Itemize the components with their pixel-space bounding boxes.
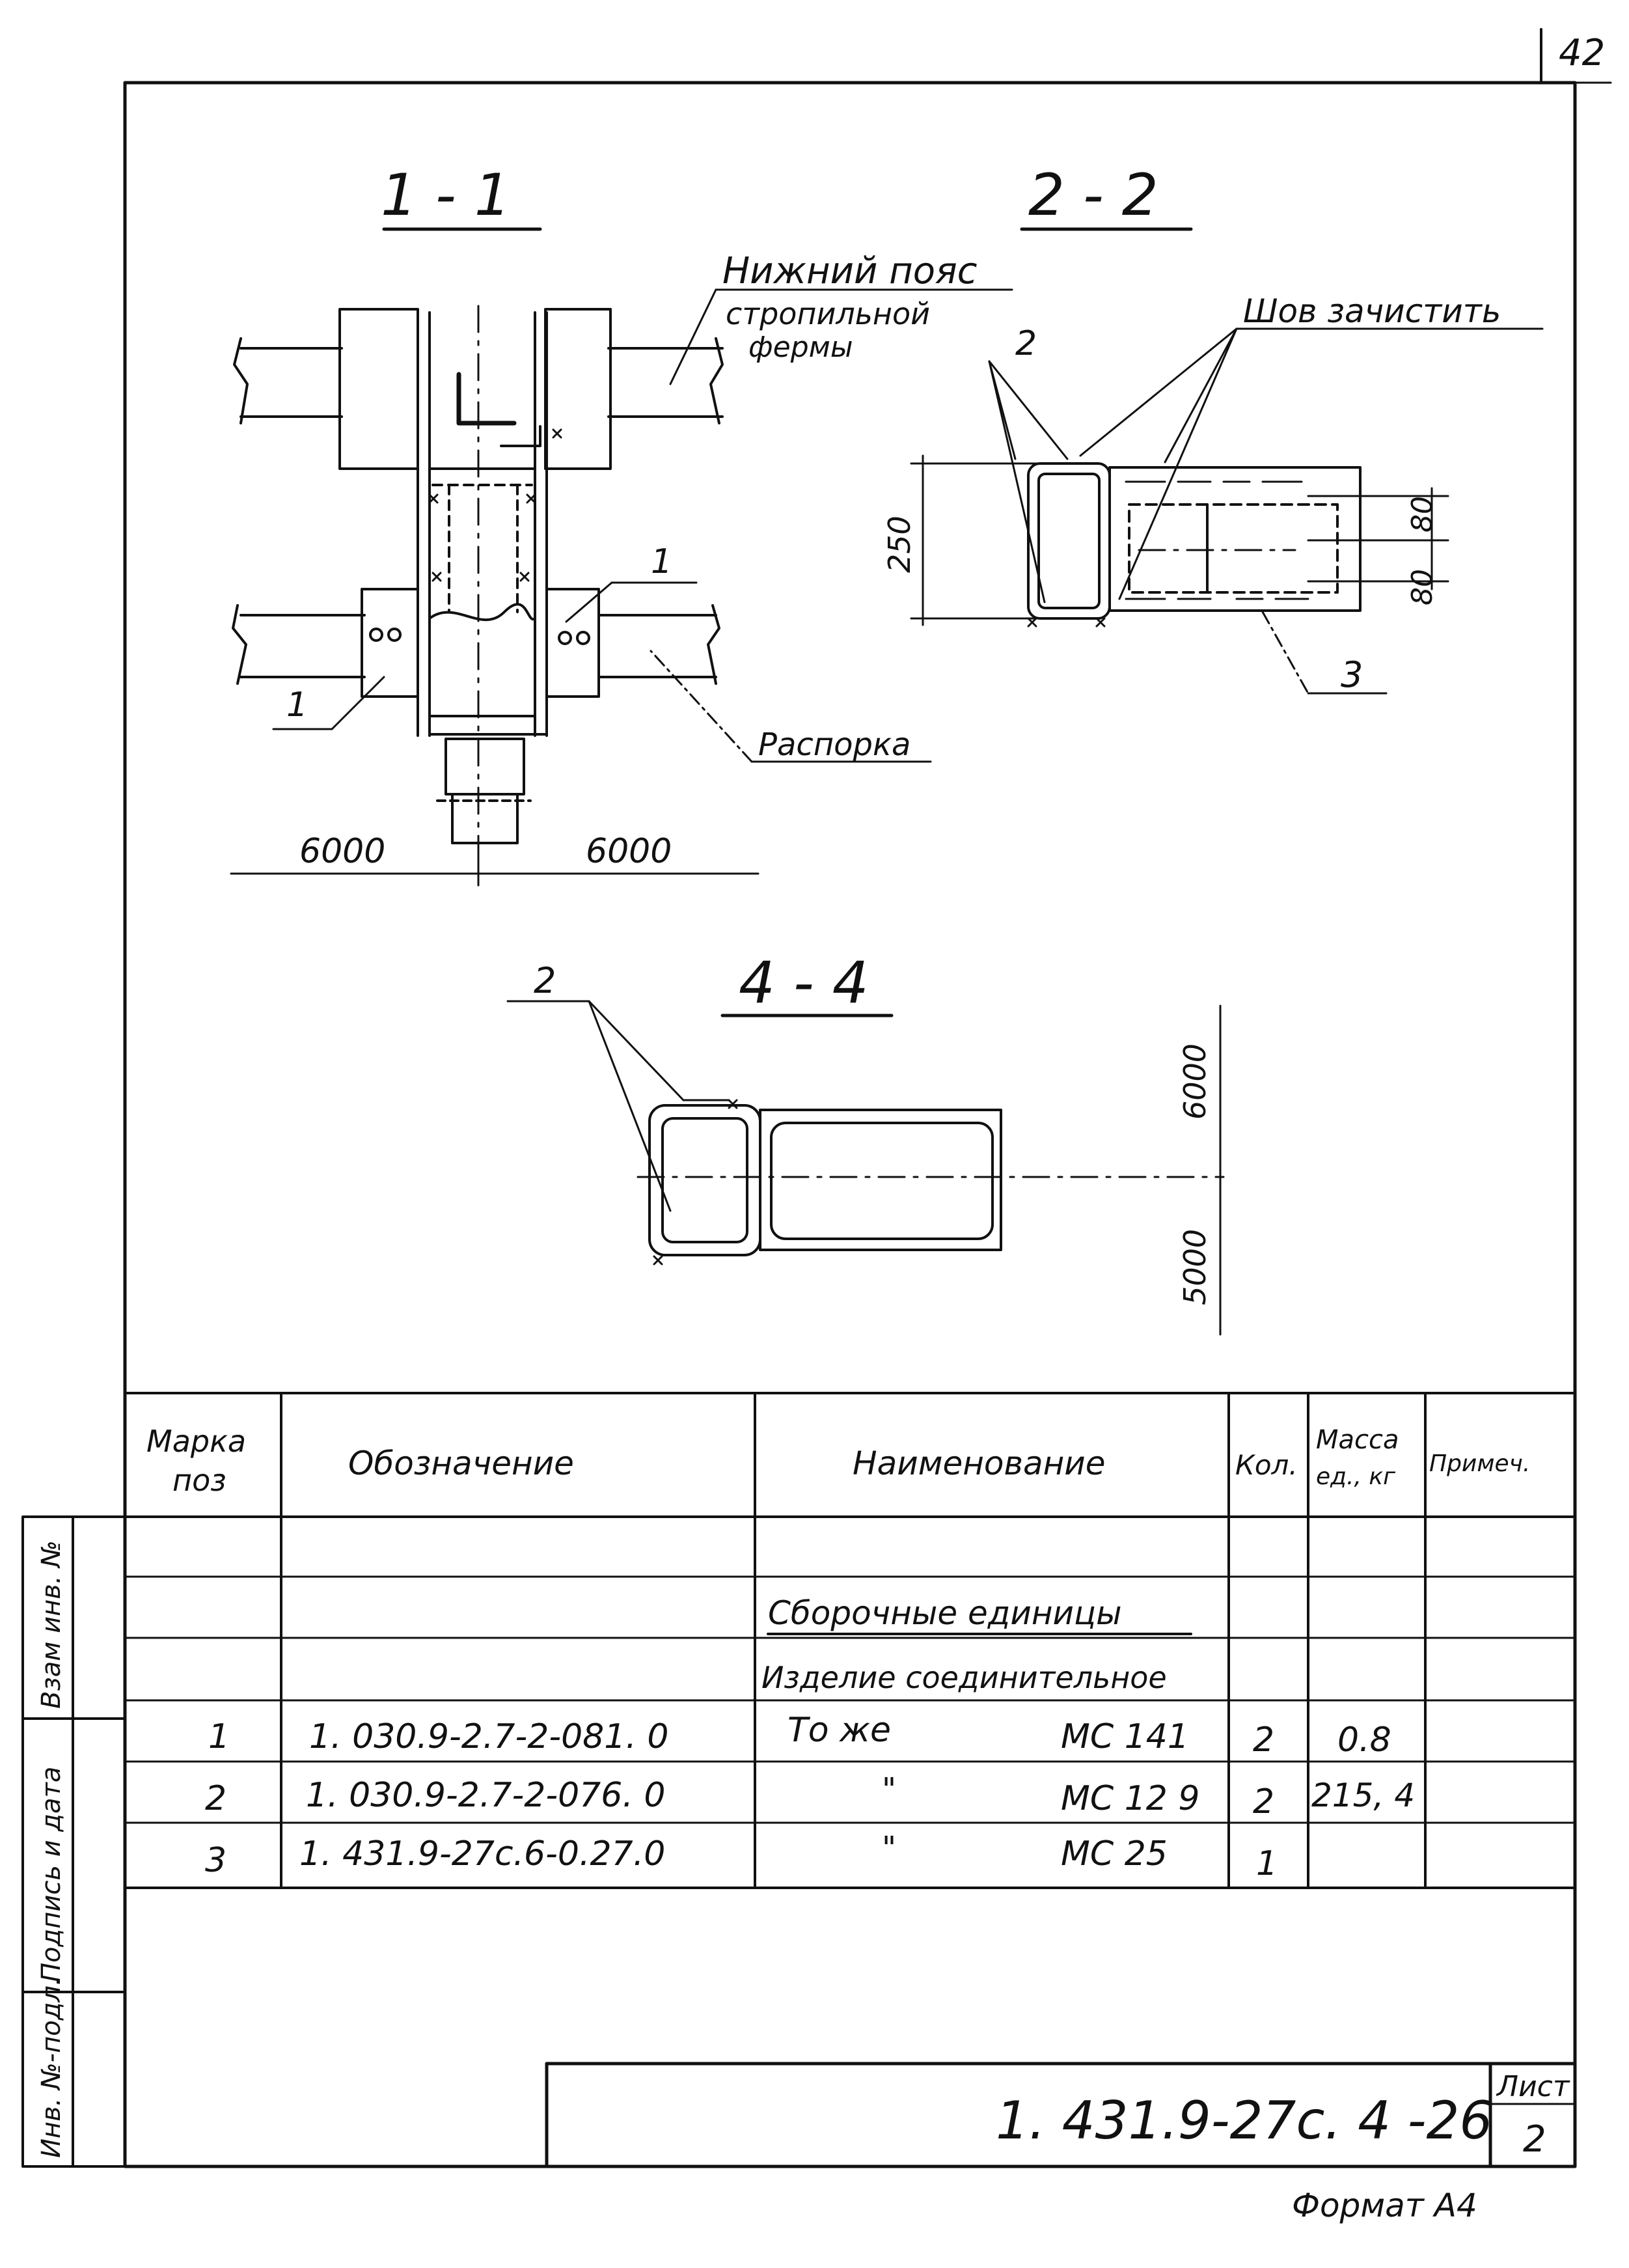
table-row: 2 1. 030.9-2.7-2-076. 0 " МС 12 9 2 215,… <box>205 1771 1415 1821</box>
section-4-4-drawing <box>506 1000 1225 1336</box>
table-row: 3 1. 431.9-27с.6-0.27.0 " МС 25 1 <box>205 1830 1278 1883</box>
stamp-inv-podl: Инв. №-подл. <box>36 1977 66 2158</box>
side-stamp <box>21 1515 126 2168</box>
document-code: 1. 431.9-27с. 4 -26 <box>996 2090 1492 2151</box>
stamp-vzam-inv: Взам инв. № <box>36 1540 66 1709</box>
svg-text:1: 1 <box>651 542 672 581</box>
svg-text:1. 030.9-2.7-2-081. 0: 1. 030.9-2.7-2-081. 0 <box>309 1717 668 1756</box>
svg-text:1. 030.9-2.7-2-076. 0: 1. 030.9-2.7-2-076. 0 <box>306 1776 665 1815</box>
dim-80-upper: 80 <box>1406 496 1439 532</box>
title-block <box>545 2062 1577 2168</box>
svg-text:То же: То же <box>787 1711 891 1750</box>
section-title-4-4: 4 - 4 <box>720 949 894 1017</box>
header-mark-line1: Марка <box>146 1424 246 1459</box>
sheet-frame <box>123 28 1612 2168</box>
svg-text:2 - 2: 2 - 2 <box>1028 161 1158 228</box>
svg-text:фермы: фермы <box>748 331 853 364</box>
spec-table-header: Марка поз Обозначение Наименование Кол. … <box>146 1424 1530 1498</box>
svg-text:МС 12 9: МС 12 9 <box>1061 1779 1199 1818</box>
svg-text:2: 2 <box>1253 1782 1274 1821</box>
callout-pos-1-upper: 1 <box>565 542 698 623</box>
svg-text:1. 431.9-27с.6-0.27.0: 1. 431.9-27с.6-0.27.0 <box>299 1834 665 1874</box>
svg-text:МС 25: МС 25 <box>1061 1834 1168 1874</box>
section-title-1-1: 1 - 1 <box>381 161 542 231</box>
dim-80-lower: 80 <box>1406 569 1439 605</box>
spec-table-grid <box>124 1392 1576 1889</box>
callout-strut: Распорка <box>650 650 932 763</box>
svg-text:1: 1 <box>1256 1844 1278 1883</box>
sheet-value: 2 <box>1523 2118 1546 2161</box>
stamp-podpis-data: Подпись и дата <box>36 1767 66 1982</box>
svg-text:3: 3 <box>205 1841 226 1880</box>
sheet-label: Лист <box>1496 2070 1570 2103</box>
callout-pos-1-lower: 1 <box>272 676 385 730</box>
dim-span-left: 6000 <box>299 832 385 871</box>
header-qty: Кол. <box>1235 1449 1298 1481</box>
header-mark-line2: поз <box>172 1463 226 1498</box>
header-name: Наименование <box>853 1445 1106 1482</box>
section-1-1-drawing <box>230 305 760 887</box>
format-label: Формат А4 <box>1292 2187 1477 2224</box>
spec-subsection-title: Изделие соединительное <box>761 1660 1167 1695</box>
header-note: Примеч. <box>1429 1450 1530 1477</box>
spec-section-title: Сборочные единицы <box>767 1594 1192 1635</box>
svg-text:1: 1 <box>286 685 308 725</box>
svg-text:Нижний пояс: Нижний пояс <box>722 250 978 292</box>
callout-lower-chord: Нижний пояс стропильной фермы <box>669 250 1013 385</box>
header-mass-line2: ед., кг <box>1316 1463 1396 1490</box>
dim-span-right: 6000 <box>586 832 672 871</box>
table-row: 1 1. 030.9-2.7-2-081. 0 То же МС 141 2 0… <box>208 1711 1391 1760</box>
svg-text:стропильной: стропильной <box>726 296 930 331</box>
section-title-2-2: 2 - 2 <box>1020 161 1193 231</box>
svg-text:1: 1 <box>208 1717 230 1756</box>
header-designation: Обозначение <box>348 1445 574 1482</box>
svg-text:0.8: 0.8 <box>1337 1721 1391 1760</box>
label-clean-weld: Шов зачистить <box>1243 292 1501 330</box>
callout-pos-2-section-2-2: 2 <box>1015 324 1037 363</box>
svg-text:2: 2 <box>205 1779 226 1818</box>
dim-5000-vertical: 5000 <box>1177 1229 1212 1305</box>
sheet-number: 42 <box>1559 32 1605 74</box>
dim-6000-vertical: 6000 <box>1177 1044 1212 1120</box>
callout-pos-2-section-4-4: 2 <box>534 960 556 1001</box>
svg-text:": " <box>882 1771 896 1808</box>
svg-text:215, 4: 215, 4 <box>1311 1777 1415 1814</box>
section-2-2-drawing <box>910 327 1544 695</box>
dim-250: 250 <box>882 516 917 573</box>
svg-text:1 - 1: 1 - 1 <box>381 161 511 228</box>
svg-text:МС 141: МС 141 <box>1061 1717 1189 1756</box>
svg-text:": " <box>882 1830 896 1866</box>
header-mass-line1: Масса <box>1316 1425 1399 1455</box>
svg-text:2: 2 <box>1253 1721 1274 1760</box>
svg-text:4 - 4: 4 - 4 <box>739 949 869 1016</box>
svg-text:Распорка: Распорка <box>758 726 910 763</box>
svg-text:Сборочные единицы: Сборочные единицы <box>768 1594 1122 1632</box>
callout-pos-3: 3 <box>1341 654 1363 695</box>
